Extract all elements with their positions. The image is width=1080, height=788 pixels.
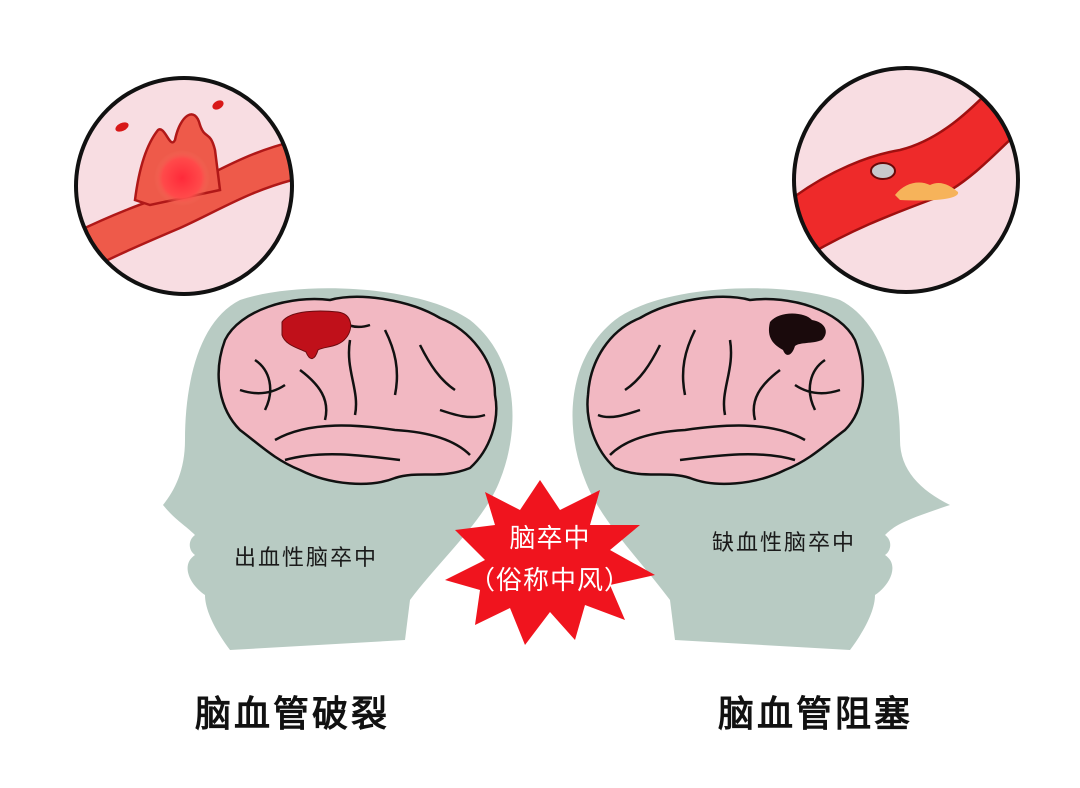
center-burst-title: 脑卒中 xyxy=(509,524,591,554)
right-inset-blocked-vessel xyxy=(792,66,1020,294)
center-starburst xyxy=(445,480,655,645)
right-head-label: 缺血性脑卒中 xyxy=(712,531,857,556)
right-caption: 脑血管阻塞 xyxy=(718,694,914,735)
left-head-label: 出血性脑卒中 xyxy=(234,546,379,571)
right-brain-ischemia xyxy=(768,313,826,355)
left-brain-hemorrhage xyxy=(281,310,352,359)
center-burst-subtitle: （俗称中风） xyxy=(468,566,631,596)
left-inset-ruptured-vessel xyxy=(74,76,294,296)
left-caption: 脑血管破裂 xyxy=(195,694,391,735)
